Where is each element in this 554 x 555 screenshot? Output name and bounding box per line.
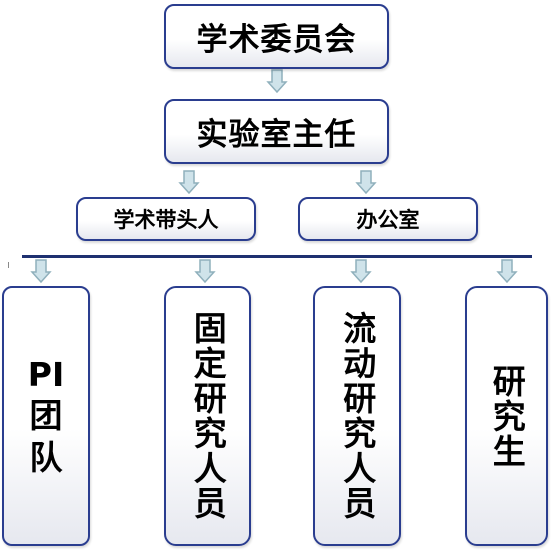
- lab-director-box: 实验室主任: [164, 99, 389, 164]
- pi-team-label-line2: 团: [29, 396, 63, 436]
- office-box: 办公室: [298, 197, 478, 241]
- pi-team-label-line1: PI: [27, 355, 65, 395]
- pi-team-label-line3: 队: [29, 437, 63, 477]
- office-label: 办公室: [356, 208, 420, 232]
- mobile-researchers-box: 流动研究人员: [313, 286, 401, 546]
- fixed-researchers-label: 固定研究人员: [188, 311, 228, 521]
- arrow-committee-to-director: [266, 69, 288, 94]
- bar-tick: [8, 262, 9, 268]
- academic-committee-label: 学术委员会: [196, 22, 357, 58]
- graduate-students-box: 研究生: [465, 286, 548, 546]
- horizontal-bar: [22, 255, 532, 258]
- pi-team-box: PI 团 队: [2, 286, 90, 546]
- arrow-bar-to-fixed: [194, 259, 216, 284]
- arrow-bar-to-pi: [30, 259, 52, 284]
- academic-leader-box: 学术带头人: [76, 197, 256, 241]
- arrow-bar-to-mobile: [350, 259, 372, 284]
- academic-committee-box: 学术委员会: [164, 4, 389, 69]
- arrow-director-to-leader: [178, 170, 200, 195]
- lab-director-label: 实验室主任: [196, 117, 357, 153]
- academic-leader-label: 学术带头人: [113, 208, 219, 232]
- arrow-bar-to-student: [496, 259, 518, 284]
- graduate-students-label: 研究生: [487, 363, 527, 469]
- arrow-director-to-office: [355, 170, 377, 195]
- mobile-researchers-label: 流动研究人员: [337, 311, 377, 521]
- fixed-researchers-box: 固定研究人员: [164, 286, 251, 546]
